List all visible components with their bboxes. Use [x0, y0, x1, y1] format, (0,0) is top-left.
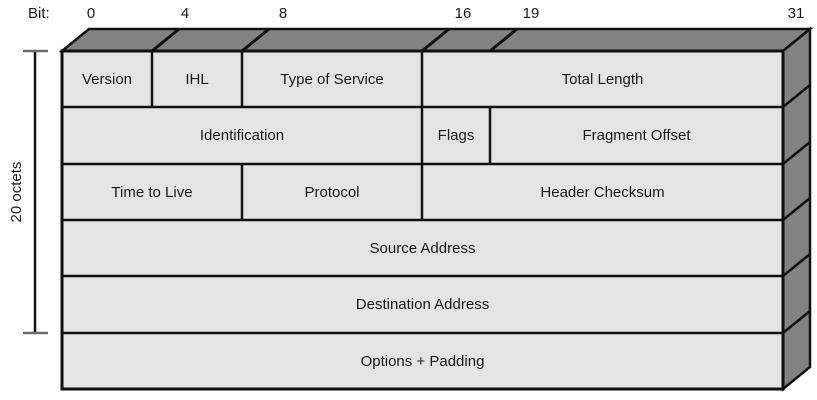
field-cell-ihl: IHL — [185, 70, 209, 88]
octets-measure-label: 20 octets — [7, 161, 25, 223]
column-separators — [150, 51, 492, 220]
field-cell-version: Version — [81, 70, 133, 88]
field-cell-identification: Identification — [199, 127, 285, 144]
bit-tick-16: 16 — [454, 4, 472, 22]
field-cell-flags: Flags — [437, 127, 475, 144]
bit-tick-8: 8 — [278, 4, 288, 22]
bit-tick-diagonals — [151, 27, 518, 53]
field-cell-time-to-live: Time to Live — [111, 183, 193, 201]
field-cell-header-checksum: Header Checksum — [540, 183, 665, 201]
field-cell-protocol: Protocol — [304, 183, 360, 201]
field-cell-destination-address: Destination Address — [355, 296, 490, 313]
field-cell-fragment-offset: Fragment Offset — [582, 127, 691, 144]
bit-tick-0: 0 — [86, 4, 96, 22]
bit-tick-31: 31 — [787, 4, 805, 22]
field-cell-source-address: Source Address — [369, 239, 476, 257]
bit-axis-caption: Bit: — [28, 4, 50, 22]
side-row-diagonals — [782, 84, 811, 334]
field-cell-options-padding: Options + Padding — [360, 352, 485, 370]
field-cell-total-length: Total Length — [561, 70, 644, 88]
octet-bracket — [23, 49, 48, 335]
field-cell-type-of-service: Type of Service — [280, 70, 384, 88]
bit-tick-4: 4 — [180, 4, 190, 22]
bit-tick-19: 19 — [522, 4, 540, 22]
